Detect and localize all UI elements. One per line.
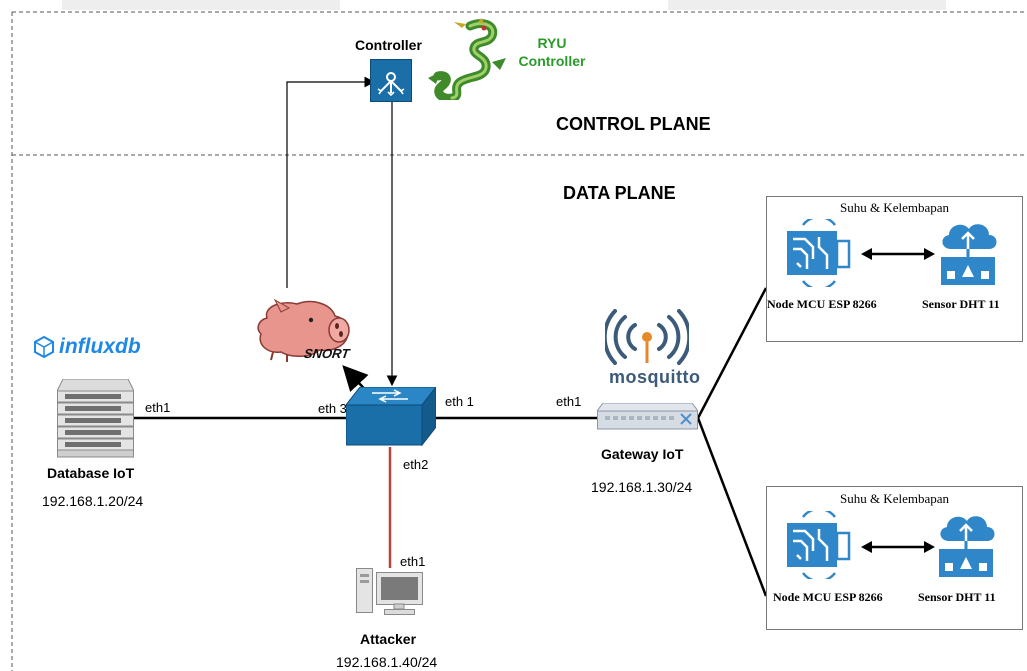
database-server-icon [57, 379, 134, 458]
controller-icon [370, 59, 412, 102]
switch-eth2-label: eth2 [403, 457, 429, 472]
mosquitto-logo-text: mosquitto [609, 367, 701, 387]
mosquitto-antenna-icon [605, 309, 689, 365]
snort-logo-text: SNORT [302, 346, 351, 361]
node-mcu-label: Node MCU ESP 8266 [773, 590, 883, 604]
bidirectional-arrow-icon [861, 248, 935, 260]
node-mcu-chip-icon [787, 511, 851, 579]
dht-sensor-cloud-icon [941, 224, 997, 285]
data-plane-label: DATA PLANE [563, 183, 676, 203]
attacker-pc-icon [356, 568, 423, 615]
sensor-group-2: Suhu & Kelembapan Node MCU ESP 8266 Sens… [766, 486, 1023, 630]
bidirectional-arrow-icon [861, 541, 935, 553]
ryu-label-line1: RYU [537, 35, 567, 51]
node-mcu-label: Node MCU ESP 8266 [767, 297, 877, 311]
database-port-label: eth1 [145, 400, 171, 415]
switch-icon [346, 387, 436, 447]
influxdb-logo-text: influxdb [59, 335, 141, 358]
ryu-label-line2: Controller [518, 53, 586, 69]
sensor-group-1: Suhu & Kelembapan Node MCU ESP 8266 Sens… [766, 196, 1023, 342]
top-decoration-left [62, 0, 340, 10]
snort-pig-icon [257, 298, 350, 362]
dht-sensor-label: Sensor DHT 11 [918, 590, 996, 604]
switch-eth1-label: eth 1 [445, 394, 474, 409]
gateway-to-sensor-group-1 [696, 287, 768, 419]
top-decoration-right [668, 0, 946, 10]
sensor-group-title: Suhu & Kelembapan [839, 491, 950, 506]
attacker-port-label: eth1 [400, 554, 426, 569]
node-mcu-chip-icon [787, 219, 851, 287]
sensor-group-title: Suhu & Kelembapan [839, 200, 950, 215]
snort-to-controller-link [286, 76, 376, 288]
ryu-controller-label: RYU Controller [511, 34, 593, 70]
attacker-ip: 192.168.1.40/24 [336, 654, 438, 670]
ryu-dragon-icon [428, 18, 506, 100]
controller-label: Controller [355, 37, 422, 53]
dht-sensor-label: Sensor DHT 11 [922, 297, 1000, 311]
control-plane-label: CONTROL PLANE [556, 114, 711, 134]
dht-sensor-cloud-icon [939, 516, 995, 577]
gateway-port-label: eth1 [556, 394, 582, 409]
database-name: Database IoT [47, 465, 135, 481]
gateway-to-sensor-group-2 [696, 417, 768, 597]
database-ip: 192.168.1.20/24 [42, 493, 144, 509]
switch-eth3-label: eth 3 [318, 401, 347, 416]
gateway-router-icon [597, 403, 698, 430]
attacker-name: Attacker [360, 631, 417, 647]
gateway-name: Gateway IoT [601, 446, 684, 462]
gateway-ip: 192.168.1.30/24 [591, 479, 693, 495]
influxdb-cube-icon [34, 336, 54, 358]
